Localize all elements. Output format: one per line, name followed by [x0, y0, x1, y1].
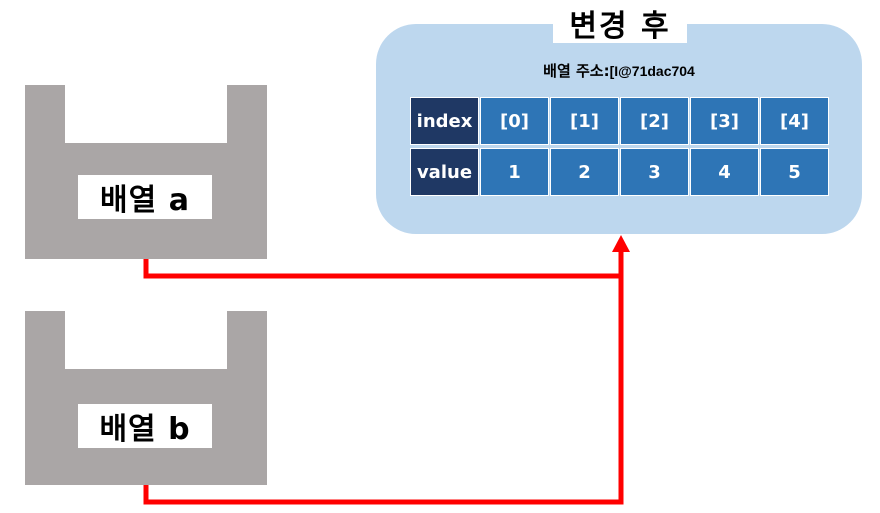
- reference-line-b: [143, 248, 624, 505]
- value-cell: 2: [550, 148, 619, 196]
- heap-title: 변경 후: [553, 3, 687, 44]
- value-cell: 1: [480, 148, 549, 196]
- value-cell: 5: [760, 148, 829, 196]
- value-row: value 1 2 3 4 5: [410, 148, 830, 198]
- array-address-label: 배열 주소:: [543, 62, 610, 80]
- reference-line-a: [143, 259, 621, 279]
- index-cell: [3]: [690, 97, 759, 145]
- variable-b-box: 배열 b: [25, 311, 267, 485]
- variable-b-label: 배열 b: [78, 404, 212, 448]
- value-header-cell: value: [410, 148, 479, 196]
- variable-a-box: 배열 a: [25, 85, 267, 259]
- index-cell: [4]: [760, 97, 829, 145]
- array-address-value: [I@71dac704: [609, 63, 695, 79]
- array-address: 배열 주소:[I@71dac704: [376, 60, 862, 81]
- variable-a-label: 배열 a: [78, 175, 212, 219]
- index-cell: [2]: [620, 97, 689, 145]
- array-table: index [0] [1] [2] [3] [4] value 1 2 3 4 …: [410, 97, 830, 198]
- index-cell: [0]: [480, 97, 549, 145]
- index-row: index [0] [1] [2] [3] [4]: [410, 97, 830, 147]
- value-cell: 3: [620, 148, 689, 196]
- index-header-cell: index: [410, 97, 479, 145]
- index-cell: [1]: [550, 97, 619, 145]
- value-cell: 4: [690, 148, 759, 196]
- arrowhead: [612, 235, 630, 252]
